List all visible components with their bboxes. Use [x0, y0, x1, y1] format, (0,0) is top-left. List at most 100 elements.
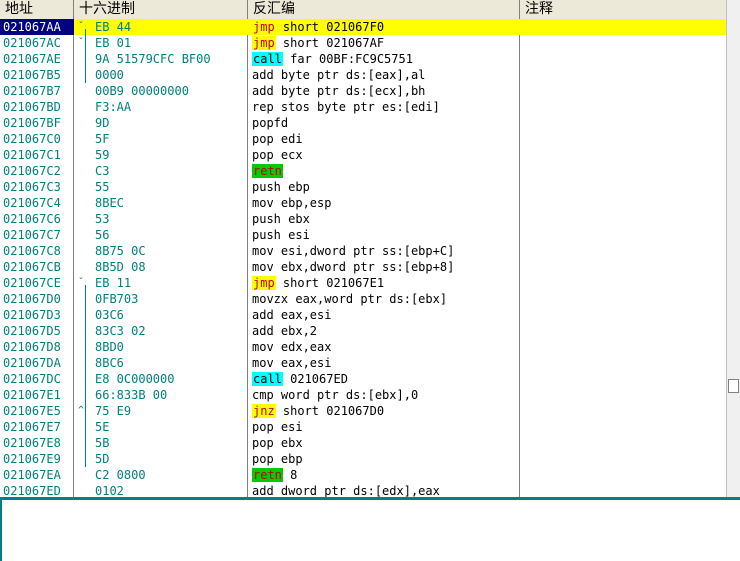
- vertical-scrollbar[interactable]: [726, 0, 740, 497]
- operands: short 021067AF: [275, 36, 385, 50]
- address-cell: 021067D8: [3, 340, 61, 354]
- address-cell: 021067D0: [3, 292, 61, 306]
- table-row[interactable]: 021067C1 59 pop ecx: [0, 147, 726, 163]
- disassembly-cell: add byte ptr ds:[ecx],bh: [252, 83, 425, 99]
- hex-cell: 5E: [95, 420, 110, 434]
- disassembly-cell: push esi: [252, 227, 310, 243]
- pane-splitter[interactable]: [0, 497, 740, 500]
- operands: short 021067F0: [275, 20, 385, 34]
- operands: mov ebx,dword ptr ss:[ebp+8]: [252, 260, 455, 274]
- hex-cell: 5D: [95, 452, 110, 466]
- address-cell: 021067E1: [3, 388, 61, 402]
- header-disassembly[interactable]: 反汇编: [248, 0, 520, 19]
- operands: rep stos byte ptr es:[edi]: [252, 100, 440, 114]
- hex-cell: 8BD0: [95, 340, 124, 354]
- hex-cell: 9D: [95, 116, 110, 130]
- mnemonic: call: [252, 372, 283, 386]
- operands: mov esi,dword ptr ss:[ebp+C]: [252, 244, 455, 258]
- address-cell: 021067BF: [3, 116, 61, 130]
- hex-cell: 75 E9: [95, 404, 132, 418]
- disassembly-cell: mov ebx,dword ptr ss:[ebp+8]: [252, 259, 454, 275]
- address-cell: 021067C7: [3, 228, 61, 242]
- operands: pop ebx: [252, 436, 303, 450]
- disassembly-cell: mov eax,esi: [252, 355, 331, 371]
- address-cell: 021067D3: [3, 308, 61, 322]
- table-row[interactable]: 021067D3 03C6 add eax,esi: [0, 307, 726, 323]
- operands: short 021067D0: [275, 404, 385, 418]
- operands: short 021067E1: [275, 276, 385, 290]
- disassembly-cell: jmp short 021067E1: [252, 275, 384, 291]
- table-row[interactable]: 021067E9 5D pop ebp: [0, 451, 726, 467]
- jump-marker-icon: ˇ: [78, 277, 85, 288]
- hex-cell: EB 44: [95, 20, 132, 34]
- column-divider: [519, 19, 520, 497]
- mnemonic: call: [252, 52, 283, 66]
- disassembly-cell: mov esi,dword ptr ss:[ebp+C]: [252, 243, 454, 259]
- address-cell: 021067EA: [3, 468, 61, 482]
- address-cell: 021067C6: [3, 212, 61, 226]
- operands: far 00BF:FC9C5751: [282, 52, 413, 66]
- hex-cell: 00B9 00000000: [95, 84, 189, 98]
- operands: mov edx,eax: [252, 340, 332, 354]
- header-hex[interactable]: 十六进制: [74, 0, 248, 19]
- disassembly-cell: add byte ptr ds:[eax],al: [252, 67, 425, 83]
- address-cell: 021067E5: [3, 404, 61, 418]
- address-cell: 021067C8: [3, 244, 61, 258]
- hex-cell: 03C6: [95, 308, 124, 322]
- disassembly-cell: pop esi: [252, 419, 303, 435]
- operands: add eax,esi: [252, 308, 332, 322]
- operands: push ebp: [252, 180, 310, 194]
- header-address[interactable]: 地址: [0, 0, 74, 19]
- header-comment[interactable]: 注释: [525, 1, 553, 17]
- hex-cell: C3: [95, 164, 110, 178]
- disassembly-cell: call far 00BF:FC9C5751: [252, 51, 413, 67]
- address-cell: 021067DC: [3, 372, 61, 386]
- address-cell: 021067B5: [3, 68, 61, 82]
- scrollbar-thumb[interactable]: [728, 379, 739, 393]
- operands: pop ebp: [252, 452, 303, 466]
- operands: add ebx,2: [252, 324, 318, 338]
- operands: push ebx: [252, 212, 310, 226]
- hex-cell: 59: [95, 148, 110, 162]
- mnemonic: retn: [252, 468, 283, 482]
- hex-cell: EB 11: [95, 276, 132, 290]
- table-row[interactable]: 021067D8 8BD0 mov edx,eax: [0, 339, 726, 355]
- disassembly-cell: retn: [252, 163, 283, 179]
- address-cell: 021067E9: [3, 452, 61, 466]
- hex-cell: 5B: [95, 436, 110, 450]
- hex-cell: 0102: [95, 484, 124, 498]
- address-cell: 021067B7: [3, 84, 61, 98]
- address-cell: 021067C1: [3, 148, 61, 162]
- hex-cell: 66:833B 00: [95, 388, 168, 402]
- hex-cell: E8 0C000000: [95, 372, 175, 386]
- table-row[interactable]: 021067B7 00B9 00000000 add byte ptr ds:[ec…: [0, 83, 726, 99]
- mnemonic: jmp: [252, 36, 276, 50]
- operands: pop ecx: [252, 148, 303, 162]
